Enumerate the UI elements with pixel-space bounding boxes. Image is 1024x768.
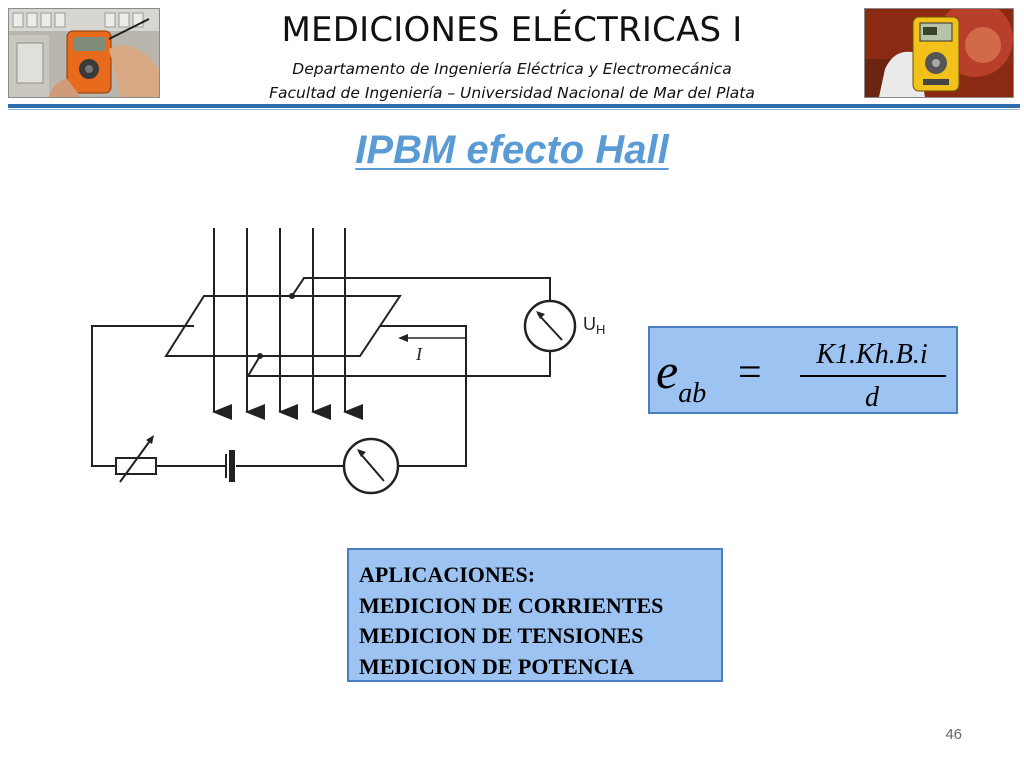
header-divider-thin	[8, 109, 1020, 110]
formula-equals: =	[738, 350, 762, 396]
hall-voltage-formula: eab = K1.Kh.B.i d	[648, 326, 958, 414]
hall-plate	[164, 295, 402, 357]
formula-denominator: d	[865, 382, 880, 412]
header-divider	[8, 104, 1020, 108]
applications-box: APLICACIONES: MEDICION DE CORRIENTES MED…	[347, 548, 723, 682]
application-item: MEDICION DE CORRIENTES	[359, 592, 664, 618]
rheostat-icon	[115, 457, 157, 475]
formula-lhs: e	[656, 343, 678, 399]
page-number: 46	[945, 726, 962, 743]
applications-heading: APLICACIONES:	[359, 562, 536, 587]
course-title: MEDICIONES ELÉCTRICAS I	[281, 10, 743, 50]
voltage-label: UH	[583, 314, 605, 337]
slide-title-text: IPBM efecto Hall	[355, 128, 669, 172]
multimeter-photo-right	[864, 8, 1014, 98]
current-label: I	[415, 344, 423, 364]
slide-title: IPBM efecto Hall	[0, 128, 1024, 173]
multimeter-photo-left	[8, 8, 160, 98]
formula-numerator: K1.Kh.B.i	[815, 339, 927, 370]
department-subtitle: Departamento de Ingeniería Eléctrica y E…	[292, 60, 732, 78]
faculty-subtitle: Facultad de Ingeniería – Universidad Nac…	[269, 84, 755, 102]
application-item: MEDICION DE TENSIONES	[359, 623, 644, 648]
svg-text:eab: eab	[656, 343, 706, 409]
application-item: MEDICION DE POTENCIA	[359, 653, 635, 679]
formula-lhs-subscript: ab	[678, 378, 706, 409]
hall-effect-diagram: UH I	[91, 228, 605, 495]
